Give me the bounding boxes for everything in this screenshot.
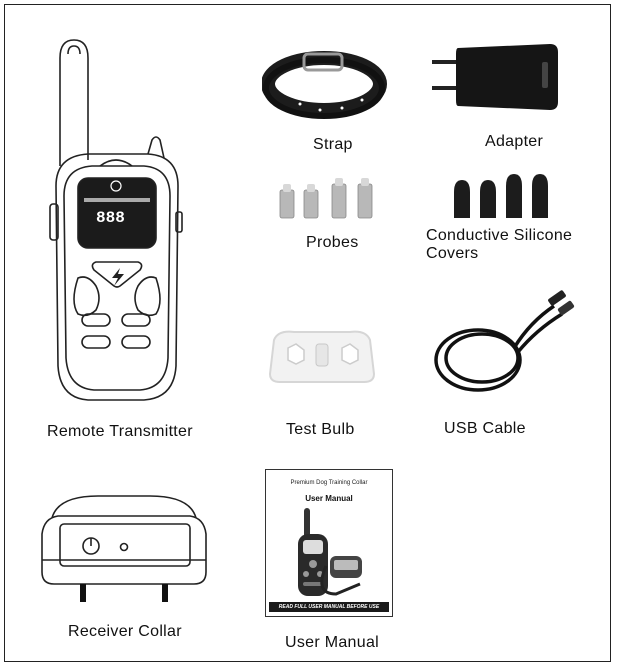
adapter-label: Adapter: [485, 133, 544, 150]
user-manual-cover: Premium Dog Training Collar User Manual …: [265, 469, 393, 617]
silicone-covers-label: Conductive Silicone Covers: [426, 227, 572, 263]
probes-label: Probes: [306, 234, 359, 251]
manual-cover-subtitle: Premium Dog Training Collar: [290, 480, 368, 486]
usb-cable-illustration: [434, 290, 575, 392]
receiver-collar-label: Receiver Collar: [68, 623, 182, 640]
usb-cable-label: USB Cable: [444, 420, 526, 437]
test-bulb-label: Test Bulb: [286, 421, 355, 438]
manual-cover-product-image: [298, 508, 362, 596]
test-bulb-illustration: [268, 330, 376, 383]
strap-illustration: [262, 51, 387, 119]
silicone-covers-illustration: [454, 174, 548, 218]
user-manual-label: User Manual: [285, 634, 380, 651]
adapter-illustration: [432, 44, 558, 110]
svg-text:888: 888: [96, 209, 125, 227]
manual-cover-footer: READ FULL USER MANUAL BEFORE USE: [269, 602, 389, 612]
strap-label: Strap: [313, 136, 353, 153]
remote-transmitter-illustration: 888: [49, 39, 183, 401]
package-contents-frame: [4, 4, 611, 662]
receiver-collar-illustration: [41, 495, 207, 602]
manual-cover-title: User Manual: [305, 494, 353, 503]
silicone-covers-label-line1: Conductive Silicone: [426, 227, 573, 244]
silicone-covers-label-line2: Covers: [426, 245, 479, 262]
probes-illustration: [279, 178, 373, 219]
remote-transmitter-label: Remote Transmitter: [47, 423, 193, 440]
